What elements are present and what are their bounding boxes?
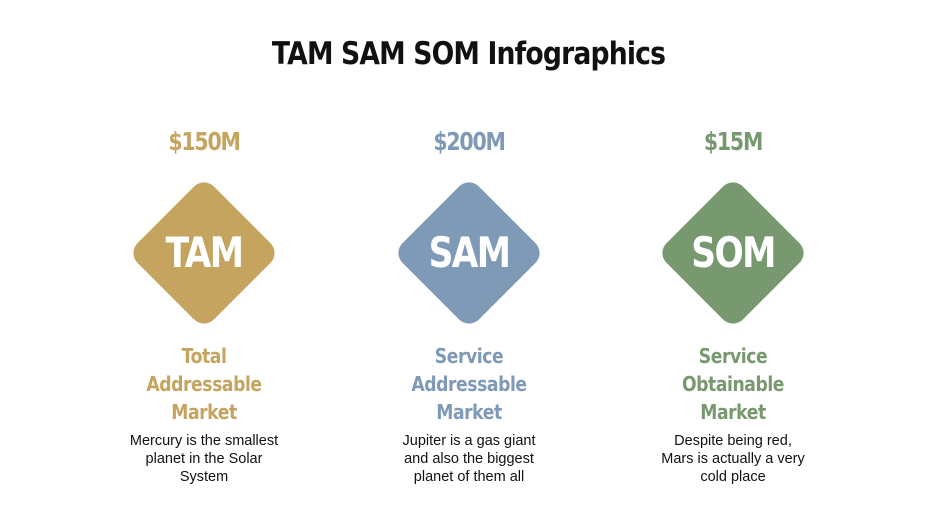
tam-description-line: System bbox=[179, 469, 229, 485]
som-description-line: Despite being red, bbox=[674, 433, 792, 449]
sam-description-line: and also the biggest bbox=[404, 451, 534, 467]
sam-heading-line: Service bbox=[434, 344, 504, 368]
som-heading-line: Market bbox=[700, 400, 766, 424]
som-heading-line: Obtainable bbox=[681, 372, 785, 396]
tam-amount: $150M bbox=[168, 127, 241, 156]
tam-description-line: planet in the Solar bbox=[145, 451, 263, 467]
sam-amount: $200M bbox=[433, 127, 506, 156]
sam-column: $200M SAM Service Addressable Market Jup… bbox=[339, 0, 599, 527]
tam-description: Mercury is the smallest planet in the So… bbox=[94, 432, 314, 486]
page-title: TAM SAM SOM Infographics bbox=[271, 36, 666, 72]
tam-heading-line: Market bbox=[171, 400, 237, 424]
sam-heading-line: Addressable bbox=[411, 372, 527, 396]
som-description-line: Mars is actually a very bbox=[661, 451, 805, 467]
tam-heading-line: Total bbox=[181, 344, 227, 368]
som-amount: $15M bbox=[703, 127, 764, 156]
sam-description-line: Jupiter is a gas giant bbox=[402, 433, 536, 449]
som-label: SOM bbox=[691, 228, 776, 277]
som-heading-line: Service bbox=[698, 344, 768, 368]
tam-heading: Total Addressable Market bbox=[92, 342, 316, 426]
sam-diamond: SAM bbox=[392, 176, 546, 330]
tam-label: TAM bbox=[165, 228, 244, 277]
tam-heading-line: Addressable bbox=[146, 372, 262, 396]
som-column: $15M SOM Service Obtainable Market Despi… bbox=[603, 0, 863, 527]
som-diamond: SOM bbox=[656, 176, 810, 330]
som-heading: Service Obtainable Market bbox=[621, 342, 845, 426]
tam-column: $150M TAM Total Addressable Market Mercu… bbox=[74, 0, 334, 527]
sam-heading-line: Market bbox=[436, 400, 502, 424]
tam-diamond: TAM bbox=[127, 176, 281, 330]
som-description-line: cold place bbox=[700, 469, 766, 485]
som-description: Despite being red, Mars is actually a ve… bbox=[623, 432, 843, 486]
sam-heading: Service Addressable Market bbox=[357, 342, 581, 426]
sam-description-line: planet of them all bbox=[413, 469, 525, 485]
sam-label: SAM bbox=[428, 228, 511, 277]
sam-description: Jupiter is a gas giant and also the bigg… bbox=[359, 432, 579, 486]
tam-description-line: Mercury is the smallest bbox=[129, 433, 279, 449]
